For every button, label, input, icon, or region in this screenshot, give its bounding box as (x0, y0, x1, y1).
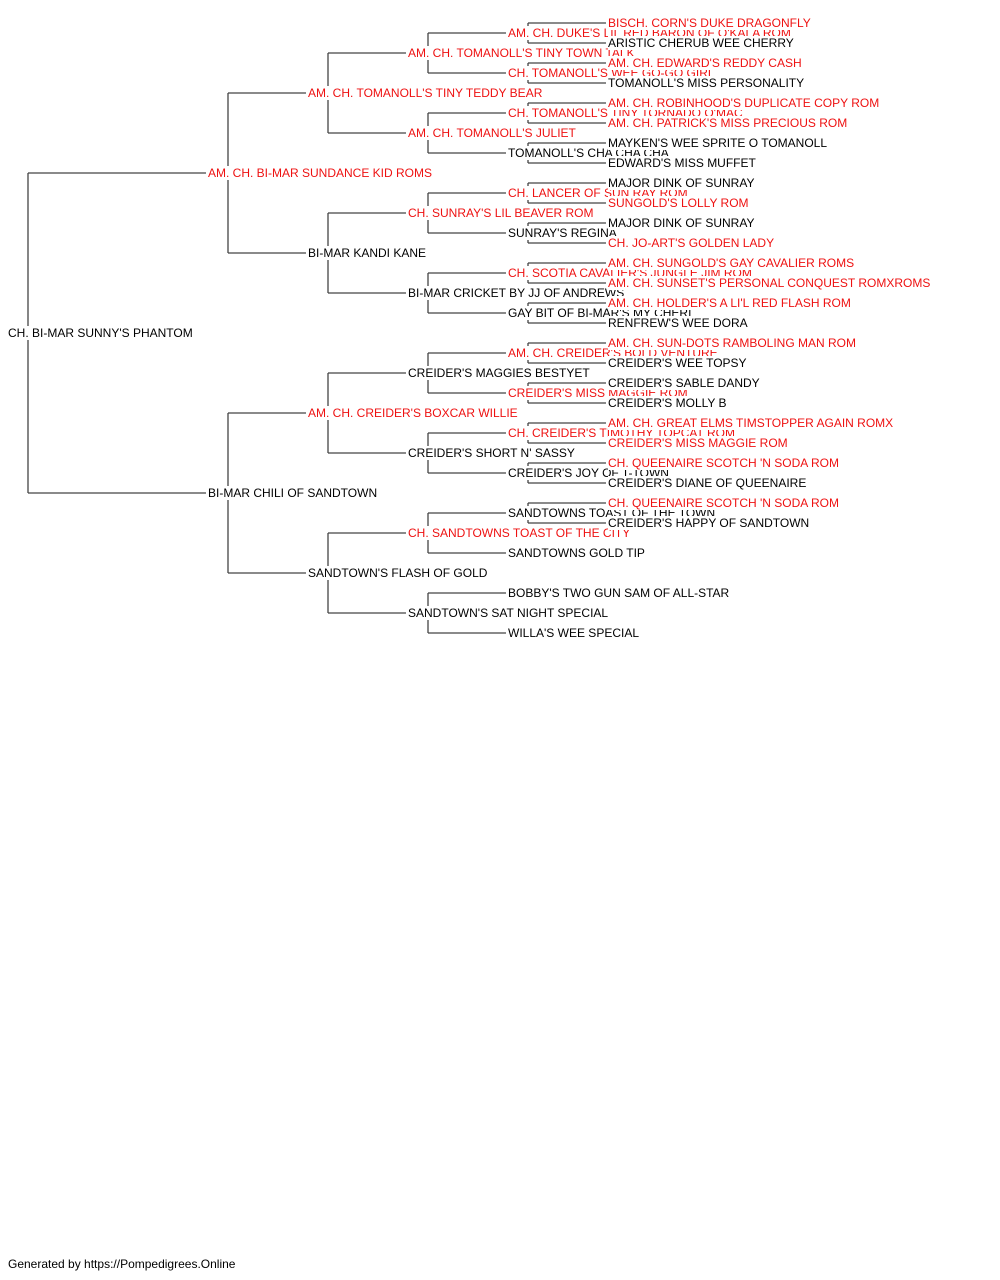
sire-name: AM. CH. GREAT ELMS TIMSTOPPER AGAIN ROMX (608, 416, 896, 430)
sire-name: CH. SUNRAY'S LIL BEAVER ROM (408, 206, 596, 220)
dam-name: CREIDER'S MISS MAGGIE ROM (608, 436, 790, 450)
sire-name: AM. CH. ROBINHOOD'S DUPLICATE COPY ROM (608, 96, 882, 110)
dam-name: BI-MAR KANDI KANE (308, 246, 429, 260)
dam-name: CREIDER'S HAPPY OF SANDTOWN (608, 516, 812, 530)
sire-name: CH. SANDTOWNS TOAST OF THE CITY (408, 526, 633, 540)
sire-name: AM. CH. TOMANOLL'S TINY TEDDY BEAR (308, 86, 545, 100)
dam-name: SANDTOWNS GOLD TIP (508, 546, 647, 560)
footer-credit: Generated by https://Pompedigrees.Online (8, 1257, 236, 1271)
sire-name: MAJOR DINK OF SUNRAY (608, 176, 757, 190)
dam-name: AM. CH. TOMANOLL'S JULIET (408, 126, 578, 140)
sire-name: AM. CH. EDWARD'S REDDY CASH (608, 56, 804, 70)
dam-name: CREIDER'S MOLLY B (608, 396, 729, 410)
dam-name: SUNGOLD'S LOLLY ROM (608, 196, 751, 210)
dam-name: CREIDER'S DIANE OF QUEENAIRE (608, 476, 809, 490)
dam-name: BI-MAR CRICKET BY JJ OF ANDREWS (408, 286, 627, 300)
sire-name: CH. QUEENAIRE SCOTCH 'N SODA ROM (608, 456, 841, 470)
dam-name: BI-MAR CHILI OF SANDTOWN (208, 486, 380, 500)
sire-name: BISCH. CORN'S DUKE DRAGONFLY (608, 16, 813, 30)
dam-name: EDWARD'S MISS MUFFET (608, 156, 758, 170)
dam-name: SUNRAY'S REGINA (508, 226, 619, 240)
dam-name: CREIDER'S WEE TOPSY (608, 356, 749, 370)
sire-name: CREIDER'S SABLE DANDY (608, 376, 762, 390)
dam-name: TOMANOLL'S MISS PERSONALITY (608, 76, 807, 90)
sire-name: AM. CH. HOLDER'S A LI'L RED FLASH ROM (608, 296, 853, 310)
dam-name: AM. CH. PATRICK'S MISS PRECIOUS ROM (608, 116, 850, 130)
dam-name: AM. CH. SUNSET'S PERSONAL CONQUEST ROMXR… (608, 276, 933, 290)
dam-name: CH. JO-ART'S GOLDEN LADY (608, 236, 777, 250)
sire-name: BOBBY'S TWO GUN SAM OF ALL-STAR (508, 586, 732, 600)
sire-name: AM. CH. TOMANOLL'S TINY TOWN TALK (408, 46, 637, 60)
sire-name: AM. CH. CREIDER'S BOXCAR WILLIE (308, 406, 520, 420)
dam-name: ARISTIC CHERUB WEE CHERRY (608, 36, 796, 50)
dam-name: SANDTOWN'S FLASH OF GOLD (308, 566, 490, 580)
dam-name: SANDTOWN'S SAT NIGHT SPECIAL (408, 606, 611, 620)
sire-name: CREIDER'S MAGGIES BESTYET (408, 366, 592, 380)
sire-name: AM. CH. BI-MAR SUNDANCE KID ROMS (208, 166, 435, 180)
sire-name: MAJOR DINK OF SUNRAY (608, 216, 757, 230)
sire-name: AM. CH. SUNGOLD'S GAY CAVALIER ROMS (608, 256, 857, 270)
sire-name: AM. CH. SUN-DOTS RAMBOLING MAN ROM (608, 336, 859, 350)
sire-name: MAYKEN'S WEE SPRITE O TOMANOLL (608, 136, 830, 150)
dam-name: CREIDER'S SHORT N' SASSY (408, 446, 577, 460)
dam-name: WILLA'S WEE SPECIAL (508, 626, 641, 640)
dam-name: RENFREW'S WEE DORA (608, 316, 750, 330)
sire-name: CH. QUEENAIRE SCOTCH 'N SODA ROM (608, 496, 841, 510)
subject-dog-name: CH. BI-MAR SUNNY'S PHANTOM (8, 326, 195, 340)
